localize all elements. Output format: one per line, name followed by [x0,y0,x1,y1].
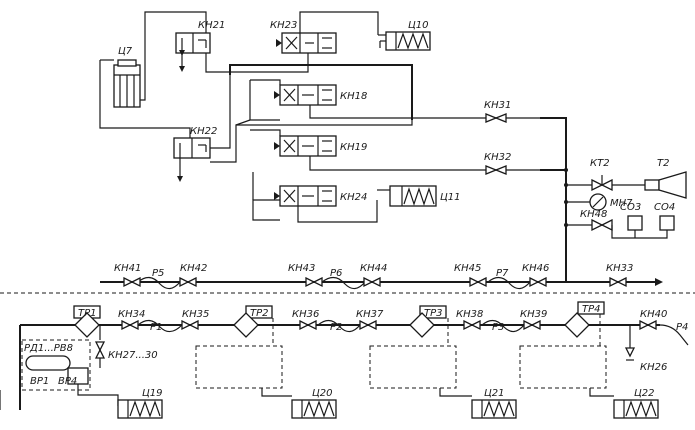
label-c11: Ц11 [440,192,461,203]
valve-kn31 [485,113,507,123]
cylinder-c11 [389,185,437,207]
label-kn33: КН33 [606,263,633,274]
label-kn41: КН41 [114,263,141,274]
filter-tr3 [409,305,447,338]
label-kn46: КН46 [522,263,549,274]
label-r1: Р1 [150,322,162,333]
cylinder-c21 [439,388,517,419]
hose-r6 [321,276,366,290]
equipment-box-4 [519,345,607,389]
hose-r5 [137,276,181,290]
label-tr3: ТР3 [424,308,443,319]
hose-r3 [481,319,525,333]
valve-kn22 [173,137,211,182]
label-so4: СО4 [654,202,675,213]
valve-kn18 [274,84,337,106]
kn-bottom-valves [121,319,657,331]
label-tr2: ТР2 [250,308,269,319]
label-kn34: КН34 [118,309,145,320]
valve-kt2 [591,175,613,192]
label-kn18: КН18 [340,91,367,102]
label-r7: Р7 [496,268,509,279]
valve-kn21 [175,32,211,72]
label-c22: Ц22 [634,388,655,399]
gauge-mn7 [589,193,607,211]
label-kn36: КН36 [292,309,319,320]
label-kn24: КН24 [340,192,367,203]
label-kn32: КН32 [484,152,511,163]
equipment-box-2 [195,345,283,389]
hose-r2 [317,319,361,333]
cylinder-c19 [117,399,163,419]
label-rd: РД1...РВ8 [24,343,73,354]
equipment-box-3 [369,345,457,389]
label-r3: Р3 [492,322,504,333]
cylinder-c10 [378,31,431,51]
label-tr1: ТР1 [78,308,97,319]
label-kn26: КН26 [640,362,667,373]
label-kn21: КН21 [198,20,225,31]
label-kn31: КН31 [484,100,511,111]
label-kn48: КН48 [580,209,607,220]
label-kn27: КН27...30 [108,350,158,361]
label-kt2: КТ2 [590,158,610,169]
label-r2: Р2 [330,322,342,333]
cylinder-c7 [113,59,141,108]
label-vr1: ВР1 [30,376,49,387]
label-c10: Ц10 [408,20,429,31]
label-r5: Р5 [152,268,164,279]
label-kn38: КН38 [456,309,483,320]
label-kn23: КН23 [270,20,297,31]
hose-r7 [487,276,531,290]
valve-kn23 [276,32,337,54]
label-c20: Ц20 [312,388,333,399]
label-kn19: КН19 [340,142,367,153]
valve-kn27-30 [94,325,106,368]
valve-kn48 [591,218,613,232]
label-kn45: КН45 [454,263,481,274]
label-kn22: КН22 [190,126,217,137]
label-kn39: КН39 [520,309,547,320]
label-kn37: КН37 [356,309,384,320]
label-vr4: ВР4 [58,376,77,387]
label-c19: Ц19 [142,388,163,399]
horn-t2 [644,171,687,199]
hose-r1 [137,319,183,333]
label-mn7: МН7 [610,198,633,209]
valve-kn19 [274,135,337,157]
cylinder-c20 [261,388,337,419]
valve-kn24 [274,185,337,207]
label-r4: Р4 [676,322,688,333]
label-c7: Ц7 [118,46,133,57]
filter-tr4 [564,301,605,338]
label-r6: Р6 [330,268,342,279]
label-tr4: ТР4 [582,304,601,315]
label-kn43: КН43 [288,263,315,274]
label-kn44: КН44 [360,263,387,274]
label-c21: Ц21 [484,388,505,399]
label-t2: Т2 [657,158,669,169]
label-kn40: КН40 [640,309,667,320]
label-so3: СО3 [620,202,641,213]
label-kn42: КН42 [180,263,207,274]
label-kn35: КН35 [182,309,209,320]
filter-tr1 [73,305,101,338]
cylinder-c22 [589,388,659,419]
valve-kn32 [485,165,507,175]
kn-bus-valves [123,276,627,288]
filter-tr2 [233,305,273,338]
